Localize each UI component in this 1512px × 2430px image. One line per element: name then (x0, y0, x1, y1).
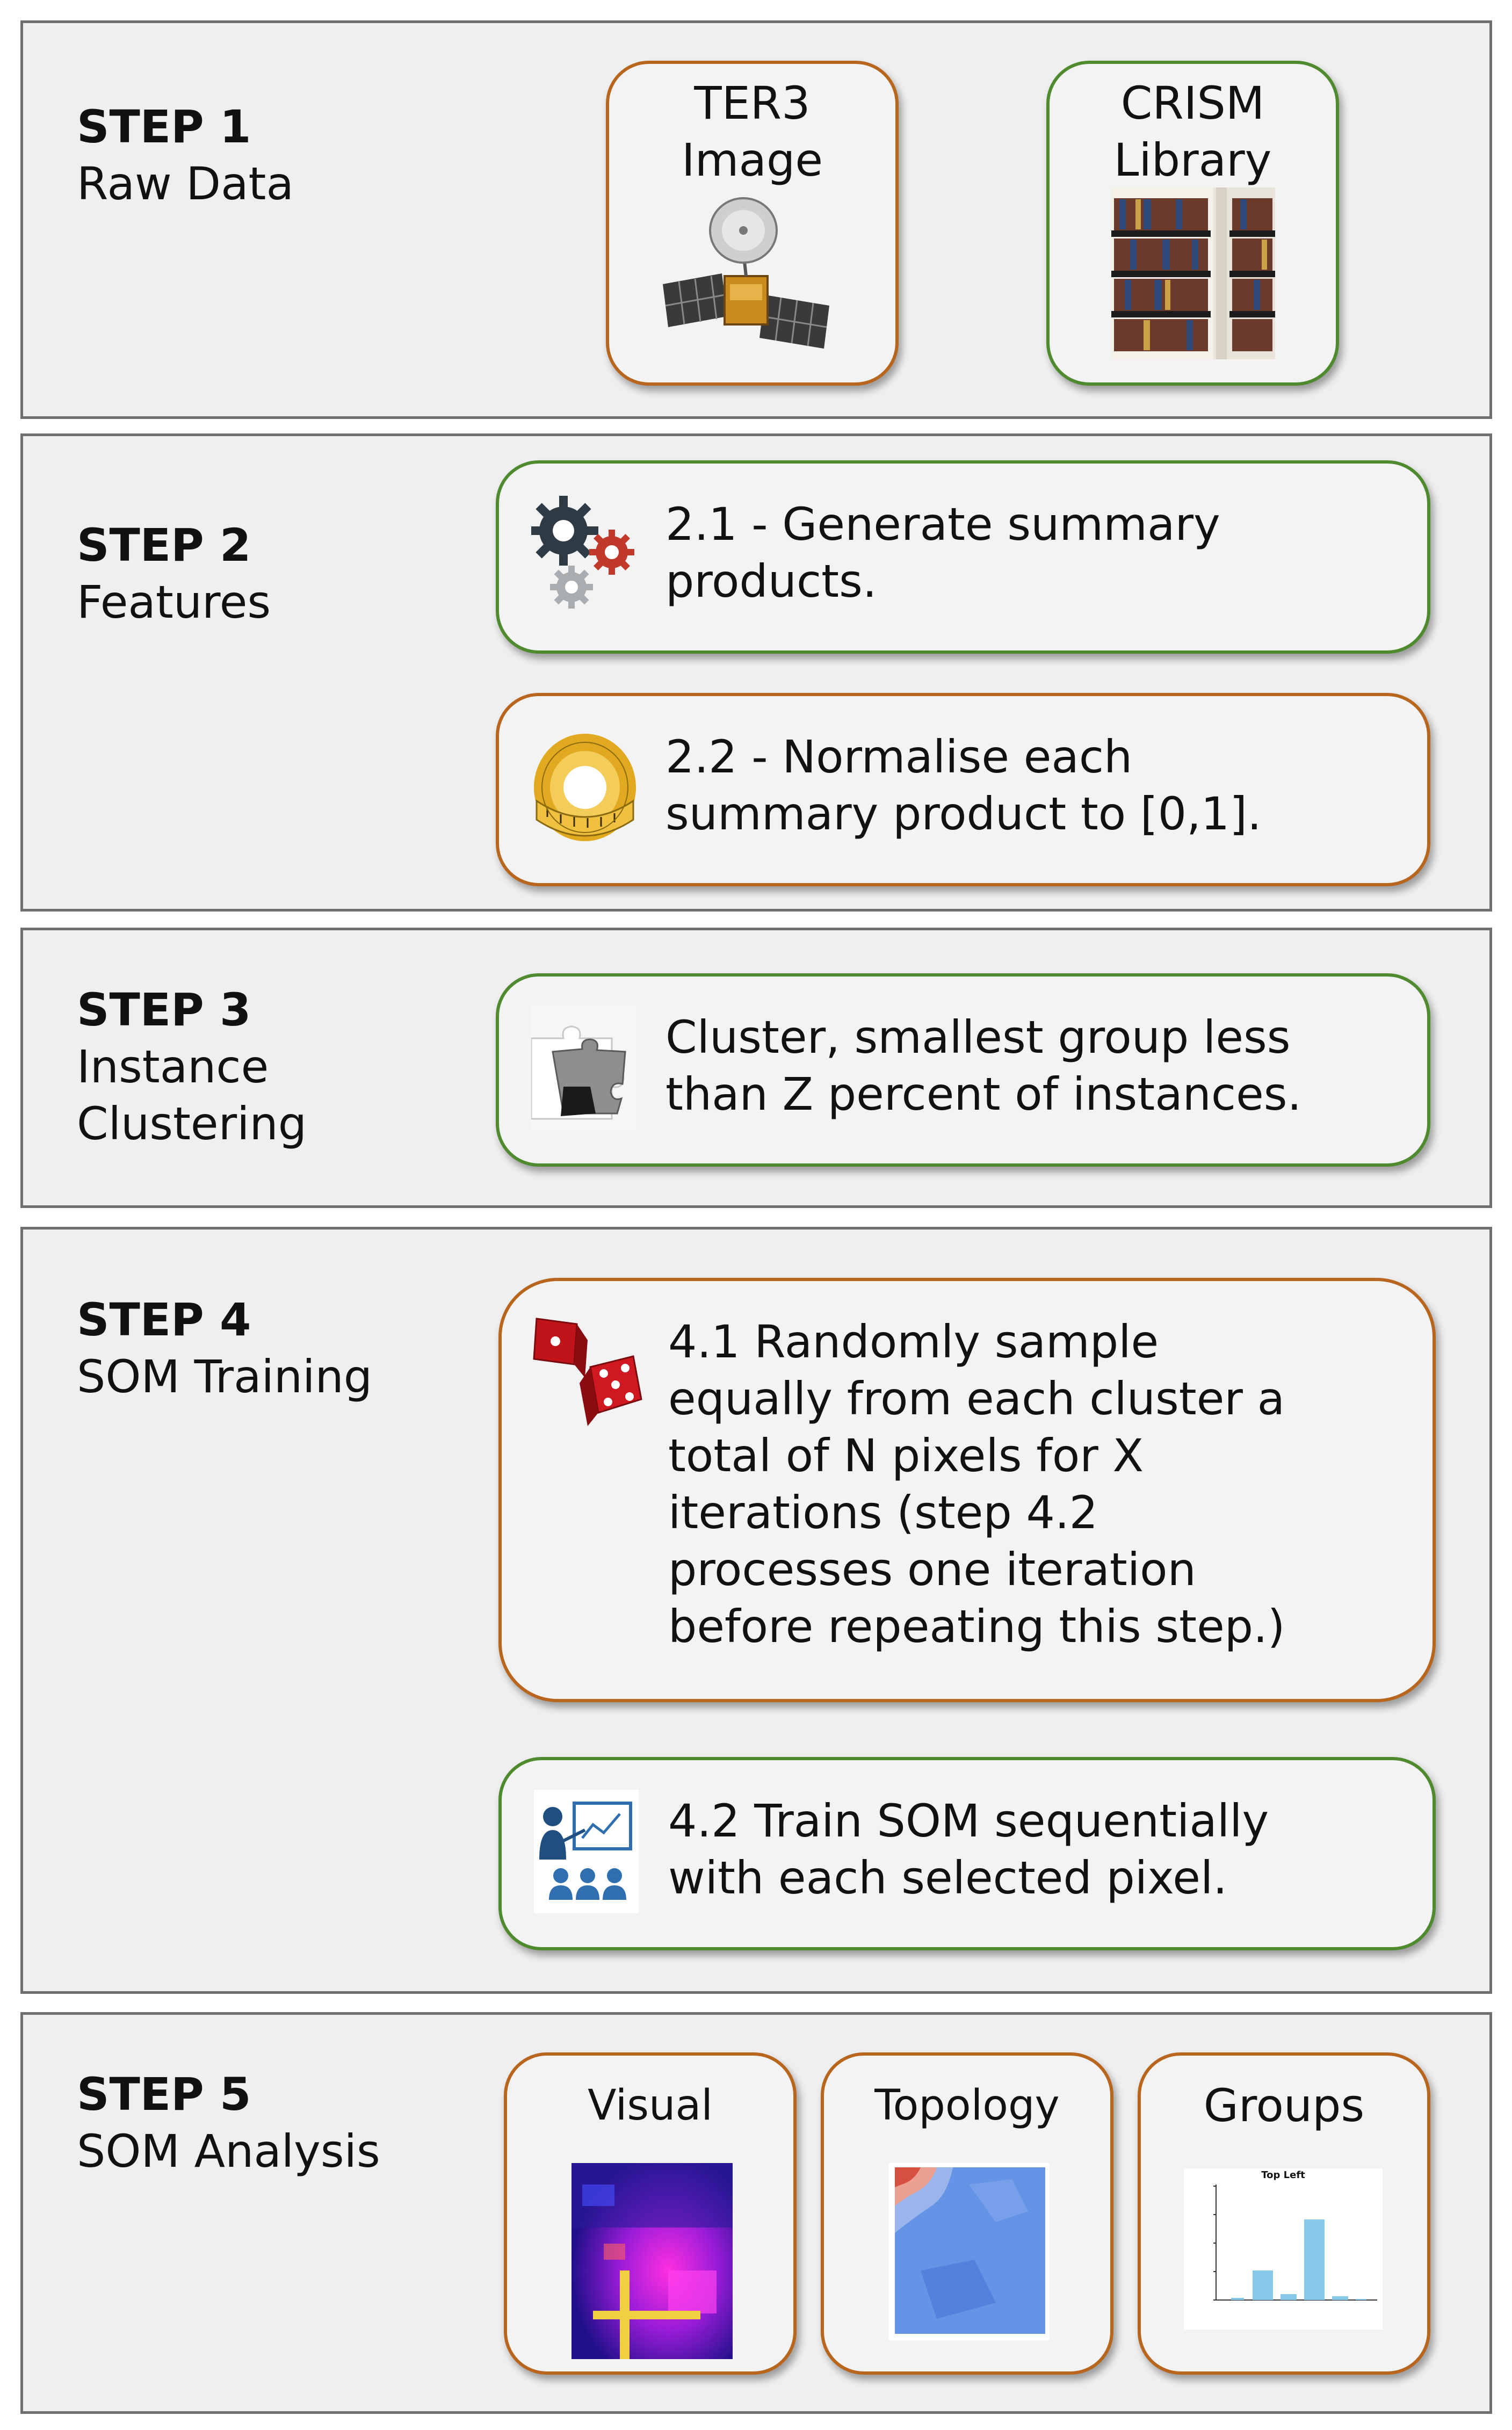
train-som-line2: with each selected pixel. (668, 1852, 1227, 1904)
groups-box: Groups Top Left (1138, 2052, 1430, 2375)
normalise-box: 2.2 - Normalise each summary product to … (496, 693, 1430, 886)
visual-label: Visual (588, 2081, 713, 2130)
visual-box: Visual (504, 2052, 797, 2375)
step-subtitle: Features (77, 576, 271, 628)
library-icon (1111, 187, 1275, 359)
topology-box: Topology (821, 2052, 1113, 2375)
ter3-image-box: TER3 Image (606, 61, 899, 386)
crism-label-line1: CRISM (1120, 77, 1265, 129)
topology-label: Topology (874, 2081, 1060, 2130)
groups-chart-title: Top Left (1261, 2169, 1305, 2181)
step-subtitle: SOM Analysis (77, 2125, 380, 2178)
step-subtitle-line2: Clustering (77, 1097, 307, 1150)
satellite-icon (663, 193, 835, 354)
groups-chart-icon: Top Left (1184, 2168, 1383, 2330)
train-som-line1: 4.2 Train SOM sequentially (668, 1795, 1269, 1847)
step-5-panel: STEP 5 SOM Analysis Visual Topology (20, 2012, 1492, 2414)
crism-label-line2: Library (1113, 134, 1272, 186)
random-sample-line1: 4.1 Randomly sample (668, 1315, 1159, 1368)
dice-icon (531, 1313, 644, 1437)
normalise-line2: summary product to [0,1]. (665, 787, 1262, 840)
step-4-panel: STEP 4 SOM Training 4.1 Randomly sample … (20, 1227, 1492, 1994)
normalise-line1: 2.2 - Normalise each (665, 731, 1133, 783)
ter3-label-line1: TER3 (694, 77, 811, 129)
training-icon (534, 1790, 639, 1913)
cluster-box: Cluster, smallest group less than Z perc… (496, 973, 1430, 1167)
generate-summary-box: 2.1 - Generate summary products. (496, 460, 1430, 654)
random-sample-line2: equally from each cluster a (668, 1372, 1285, 1425)
generate-summary-line2: products. (665, 555, 877, 608)
train-som-box: 4.2 Train SOM sequentially with each sel… (498, 1757, 1436, 1950)
gears-icon (531, 493, 636, 617)
topology-map-icon (888, 2163, 1050, 2340)
random-sample-line4: iterations (step 4.2 (668, 1486, 1098, 1539)
cluster-line2: than Z percent of instances. (665, 1068, 1302, 1120)
random-sample-line5: processes one iteration (668, 1543, 1196, 1596)
step-title: STEP 2 (77, 519, 251, 572)
visual-map-icon (571, 2163, 733, 2359)
step-title: STEP 1 (77, 100, 251, 153)
random-sample-line6: before repeating this step.) (668, 1600, 1285, 1653)
cluster-line1: Cluster, smallest group less (665, 1011, 1291, 1064)
step-subtitle: Raw Data (77, 157, 294, 210)
random-sample-line3: total of N pixels for X (668, 1429, 1144, 1482)
step-title: STEP 5 (77, 2068, 251, 2121)
step-2-panel: STEP 2 Features 2.1 - Generate summary p… (20, 433, 1492, 912)
step-3-panel: STEP 3 Instance Clustering Cluster, smal… (20, 928, 1492, 1208)
step-title: STEP 3 (77, 983, 251, 1036)
generate-summary-line1: 2.1 - Generate summary (665, 498, 1220, 551)
step-title: STEP 4 (77, 1293, 251, 1346)
ter3-label-line2: Image (681, 134, 823, 186)
step-1-panel: STEP 1 Raw Data TER3 Image (20, 20, 1492, 419)
groups-label: Groups (1203, 2079, 1365, 2132)
step-subtitle-line1: Instance (77, 1040, 269, 1093)
puzzle-icon (531, 1006, 636, 1130)
crism-library-box: CRISM Library (1046, 61, 1339, 386)
random-sample-box: 4.1 Randomly sample equally from each cl… (498, 1278, 1436, 1702)
step-subtitle: SOM Training (77, 1350, 373, 1403)
tape-measure-icon (531, 726, 639, 849)
